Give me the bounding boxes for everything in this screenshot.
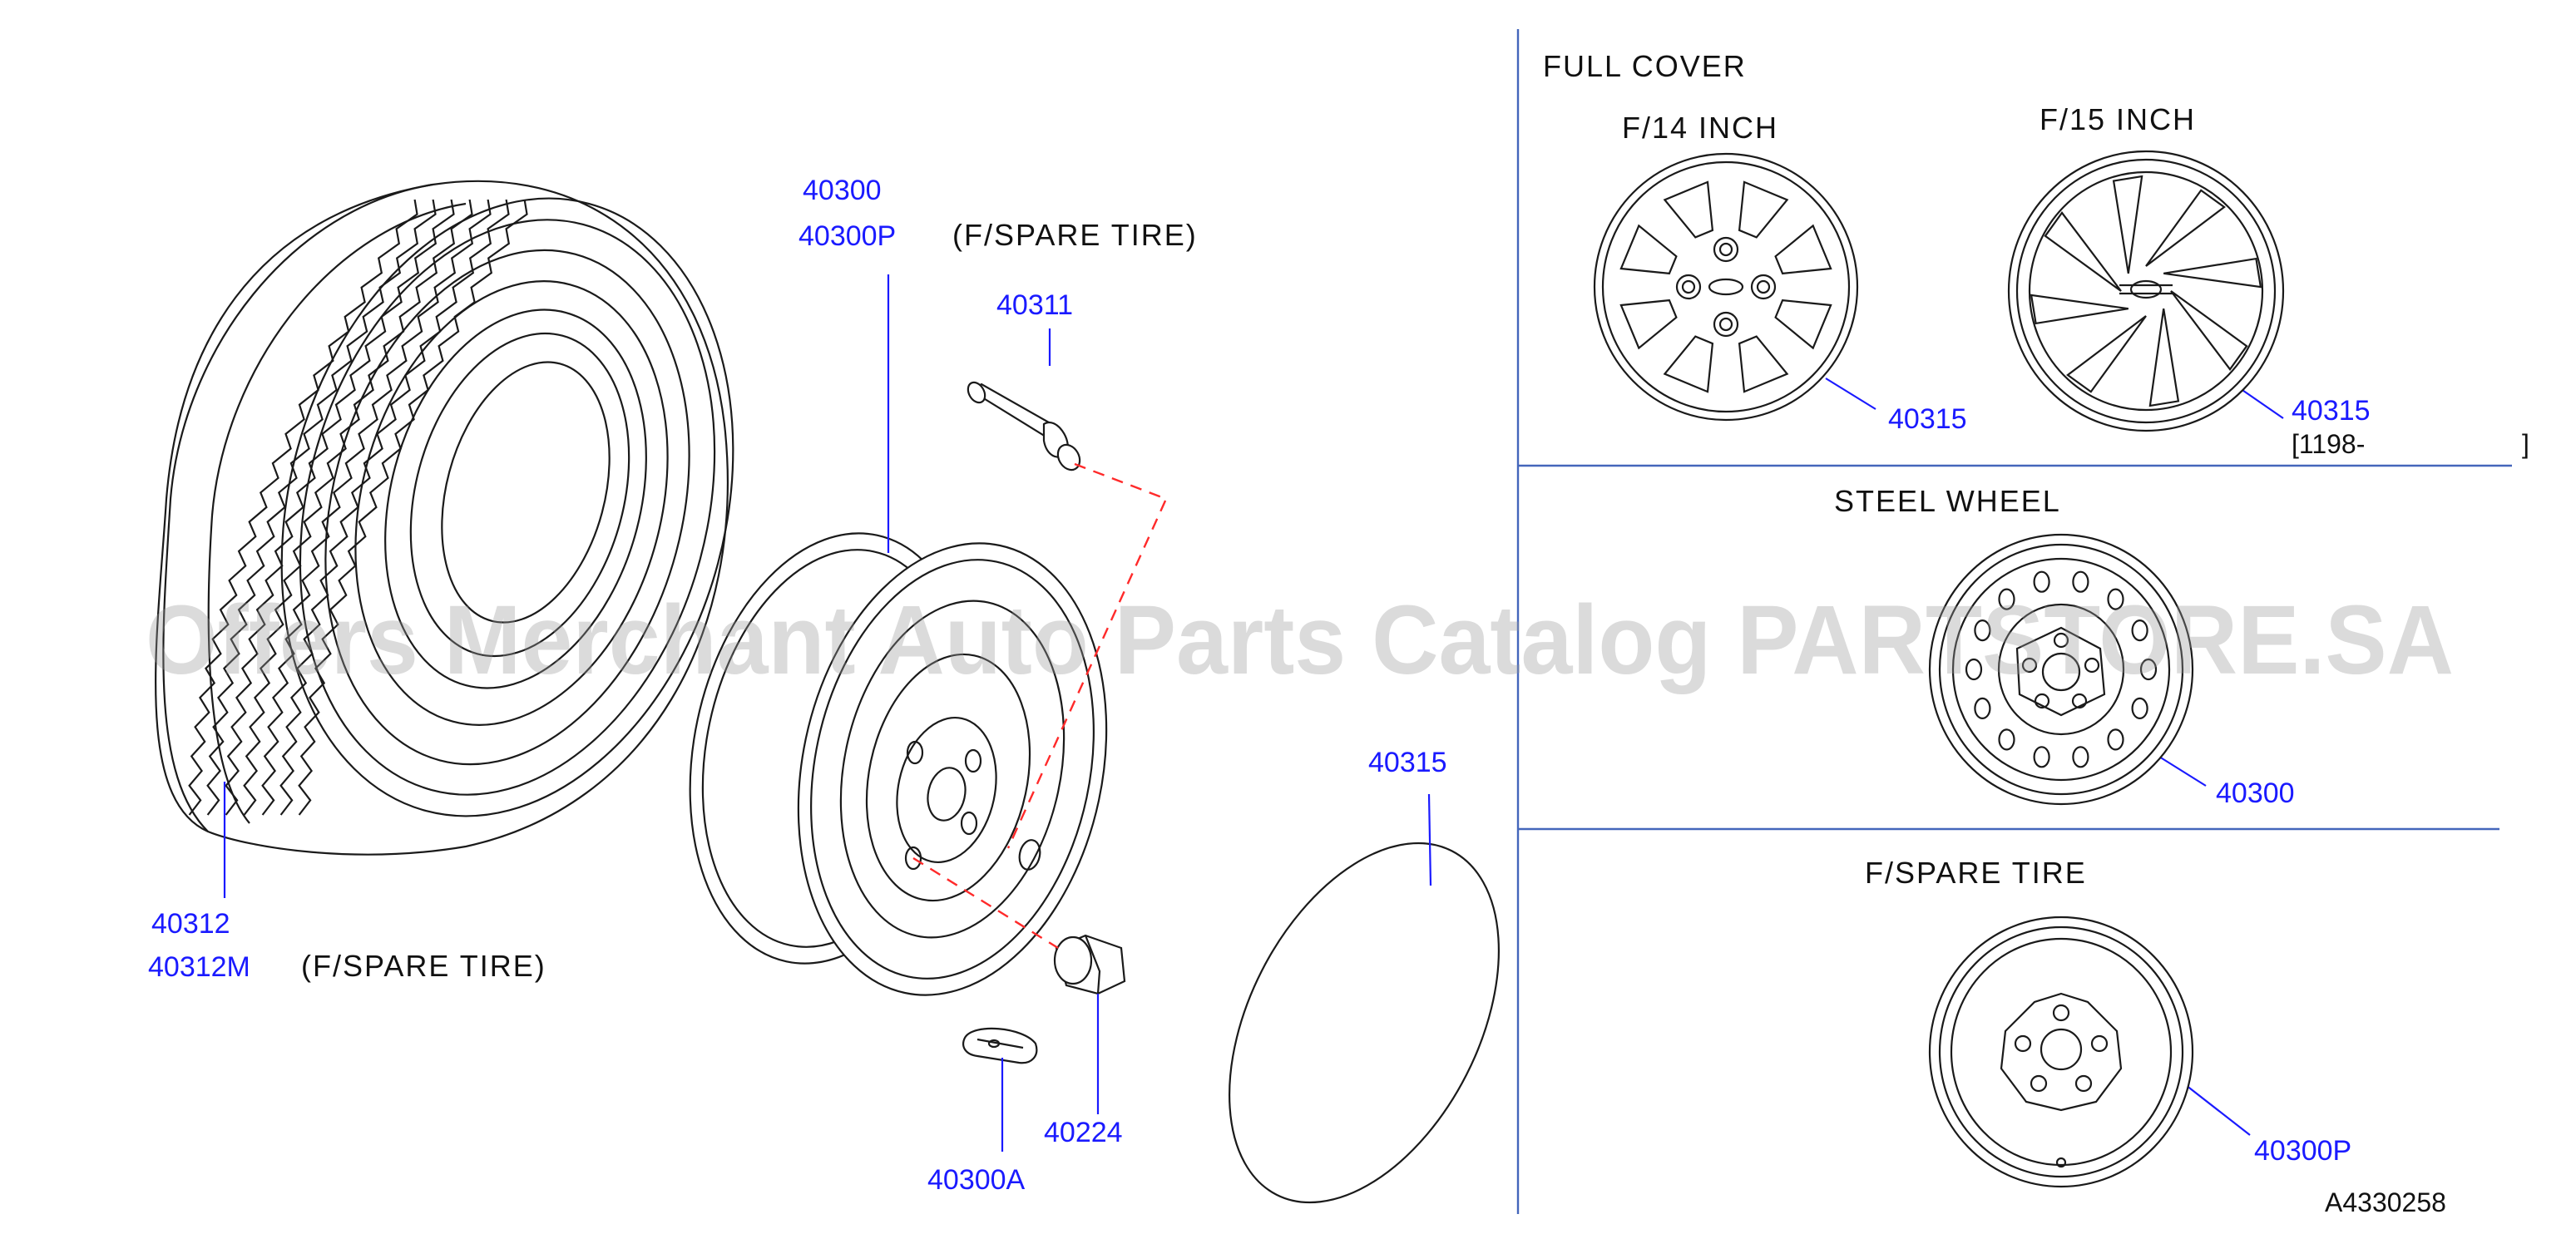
- vent-hole: [2072, 570, 2089, 593]
- wheel-nut-drawing: [1053, 934, 1126, 995]
- label-tire-40312m[interactable]: 40312M: [148, 951, 250, 983]
- cover-window: [1619, 224, 1678, 275]
- tread-row: [225, 199, 455, 816]
- spare-wheel-drawing: [1928, 916, 2194, 1188]
- panel-subtitle-f14: F/14 INCH: [1622, 111, 1778, 145]
- steel-wheel-vent-holes: [1965, 570, 2158, 768]
- label-wheel-40300p[interactable]: 40300P: [799, 220, 896, 252]
- cover-spoke: [2030, 294, 2129, 325]
- full-cover-14-windows: [1619, 180, 1832, 393]
- cover-window: [1774, 299, 1832, 350]
- panel-separators: [1516, 29, 2512, 1214]
- cover-window: [1663, 335, 1714, 393]
- vent-hole: [1974, 697, 1991, 720]
- vent-hole: [1965, 658, 1983, 681]
- cover-spoke: [2145, 189, 2226, 267]
- tread-row: [298, 199, 528, 816]
- panel-subtitle-f15: F/15 INCH: [2040, 102, 2196, 136]
- vent-hole: [1974, 619, 1991, 642]
- vent-hole: [2131, 619, 2148, 642]
- date-range-f15: [1198-: [2292, 429, 2365, 459]
- label-cover-40315[interactable]: 40315: [1368, 747, 1447, 778]
- watermark: Offers Merchant Auto Parts Catalog PARTS…: [146, 585, 2454, 695]
- cover-spoke: [2163, 257, 2262, 289]
- label-full-cover-14-40315[interactable]: 40315: [1888, 403, 1967, 435]
- cover-spoke: [2170, 290, 2248, 371]
- panel-title-full-cover: FULL COVER: [1543, 49, 1747, 83]
- note-tire-spare: (F/SPARE TIRE): [301, 949, 546, 983]
- label-tire-40312[interactable]: 40312: [151, 908, 230, 940]
- diagram-reference: A4330258: [2325, 1187, 2446, 1217]
- cover-spoke: [2148, 308, 2180, 407]
- tread-row: [206, 199, 437, 816]
- cover-window: [1774, 224, 1832, 275]
- label-full-cover-15-40315[interactable]: 40315: [2292, 395, 2371, 427]
- leader-lines: [223, 274, 2284, 1152]
- label-valve-40311[interactable]: 40311: [996, 289, 1073, 321]
- tread-row: [279, 199, 510, 816]
- cover-window: [1738, 335, 1789, 393]
- vent-hole: [2107, 588, 2124, 610]
- label-wheel-40300[interactable]: 40300: [803, 175, 882, 206]
- label-steel-wheel-40300[interactable]: 40300: [2216, 777, 2295, 809]
- cover-drawing: [1228, 842, 1501, 1204]
- cover-window: [1738, 180, 1789, 239]
- steel-wheel-drawing: [1928, 533, 2194, 806]
- tread-row: [188, 199, 418, 816]
- full-cover-14-drawing: [1593, 152, 1859, 422]
- full-cover-15-spokes: [2030, 175, 2262, 407]
- panel-title-steel-wheel: STEEL WHEEL: [1834, 484, 2061, 518]
- label-weight-40300a[interactable]: 40300A: [927, 1164, 1026, 1196]
- vent-hole: [1998, 728, 2015, 751]
- vent-hole: [2033, 746, 2050, 768]
- tire-tread-zone: [162, 183, 433, 832]
- tread-row: [243, 199, 473, 816]
- date-range-f15-end: ]: [2522, 429, 2529, 459]
- tire-tread-pattern: [188, 199, 528, 816]
- cover-window: [1663, 180, 1714, 239]
- balance-weight-drawing: [962, 1027, 1038, 1064]
- vent-hole: [2131, 697, 2148, 720]
- full-cover-15-drawing: [2007, 150, 2285, 432]
- tread-row: [261, 199, 492, 816]
- cover-spoke: [2112, 175, 2143, 274]
- vent-hole: [2033, 570, 2050, 593]
- vent-hole: [2139, 658, 2158, 681]
- cover-window: [1619, 299, 1678, 350]
- panel-title-spare-tire: F/SPARE TIRE: [1865, 856, 2087, 890]
- valve-stem-drawing: [967, 381, 1081, 471]
- tire-drawing: [155, 180, 734, 856]
- vent-hole: [2072, 746, 2089, 768]
- nut-assembly-line: [912, 856, 1059, 950]
- note-wheel-spare: (F/SPARE TIRE): [952, 218, 1198, 252]
- vent-hole: [1998, 588, 2015, 610]
- label-spare-wheel-40300p[interactable]: 40300P: [2254, 1135, 2351, 1167]
- label-nut-40224[interactable]: 40224: [1044, 1117, 1123, 1148]
- cover-spoke: [2066, 315, 2147, 393]
- wheel-drawing: [689, 532, 1108, 996]
- vent-hole: [2107, 728, 2124, 751]
- cover-spoke: [2044, 211, 2122, 292]
